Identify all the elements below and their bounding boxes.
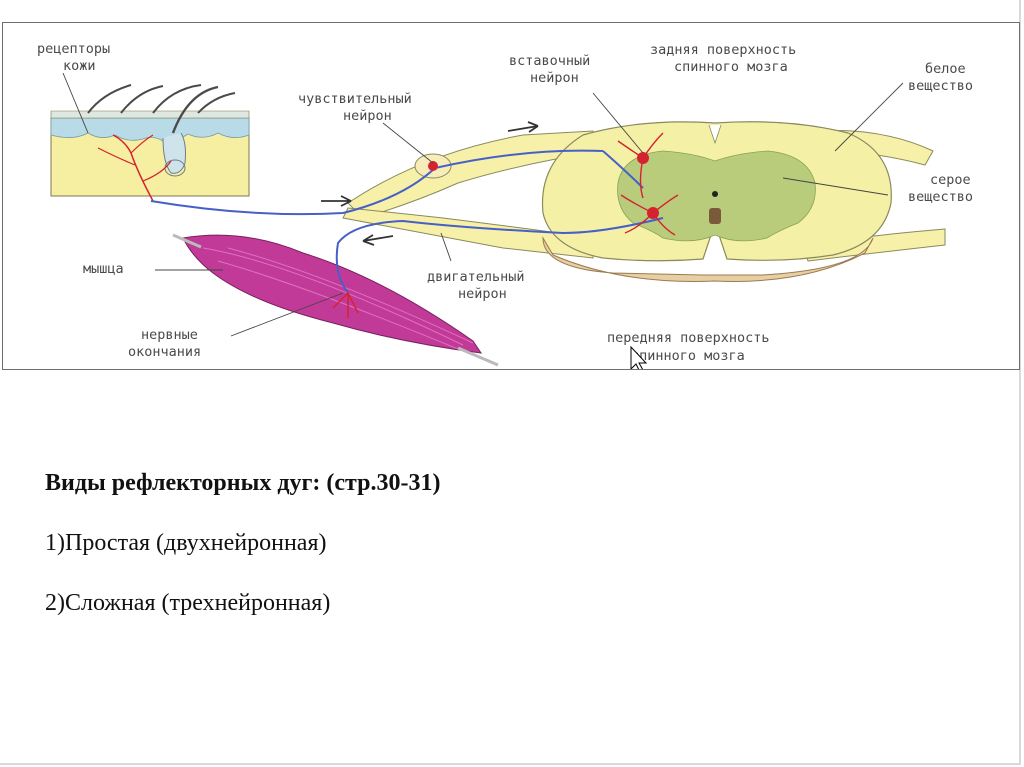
label-gray-matter-2: вещество [908, 189, 973, 205]
label-skin-receptors-2: кожи [63, 58, 96, 74]
reflex-arc-types: Виды рефлекторных дуг: (стр.30-31) 1)Про… [45, 468, 440, 648]
heading: Виды рефлекторных дуг: (стр.30-31) [45, 470, 441, 496]
label-interneuron: вставочный [509, 53, 590, 69]
label-posterior-surface-2: спинного мозга [674, 59, 788, 75]
label-interneuron-2: нейрон [530, 70, 579, 86]
label-muscle: мышца [83, 261, 124, 277]
label-sensory-neuron-2: нейрон [343, 108, 392, 124]
label-motor-neuron-2: нейрон [458, 286, 507, 302]
label-sensory-neuron: чувствительный [298, 91, 412, 107]
impulse-arrows [321, 121, 539, 246]
reflex-arc-diagram: рецепторы кожи чувствительный нейрон вст… [2, 22, 1020, 370]
list-item-complex: 2)Сложная (трехнейронная) [45, 590, 331, 616]
label-white-matter: белое [925, 61, 966, 77]
list-item-simple: 1)Простая (двухнейронная) [45, 530, 327, 556]
mouse-cursor-icon [630, 345, 648, 369]
label-skin-receptors: рецепторы [37, 41, 110, 57]
muscle [172, 233, 499, 367]
label-white-matter-2: вещество [908, 78, 973, 94]
label-anterior-surface-2: спинного мозга [631, 348, 745, 364]
diagram-canvas: рецепторы кожи чувствительный нейрон вст… [37, 41, 973, 369]
label-nerve-endings-2: окончания [128, 344, 201, 360]
label-nerve-endings: нервные [141, 327, 198, 343]
leader-lines [62, 72, 904, 337]
label-posterior-surface: задняя поверхность [650, 42, 796, 58]
neural-pathways [150, 149, 664, 318]
diagram-labels: рецепторы кожи чувствительный нейрон вст… [37, 41, 973, 364]
skin-block [50, 84, 250, 202]
label-motor-neuron: двигательный [427, 269, 525, 285]
label-anterior-surface: передняя поверхность [607, 330, 770, 346]
label-gray-matter: серое [930, 172, 971, 188]
neurons [617, 132, 679, 236]
